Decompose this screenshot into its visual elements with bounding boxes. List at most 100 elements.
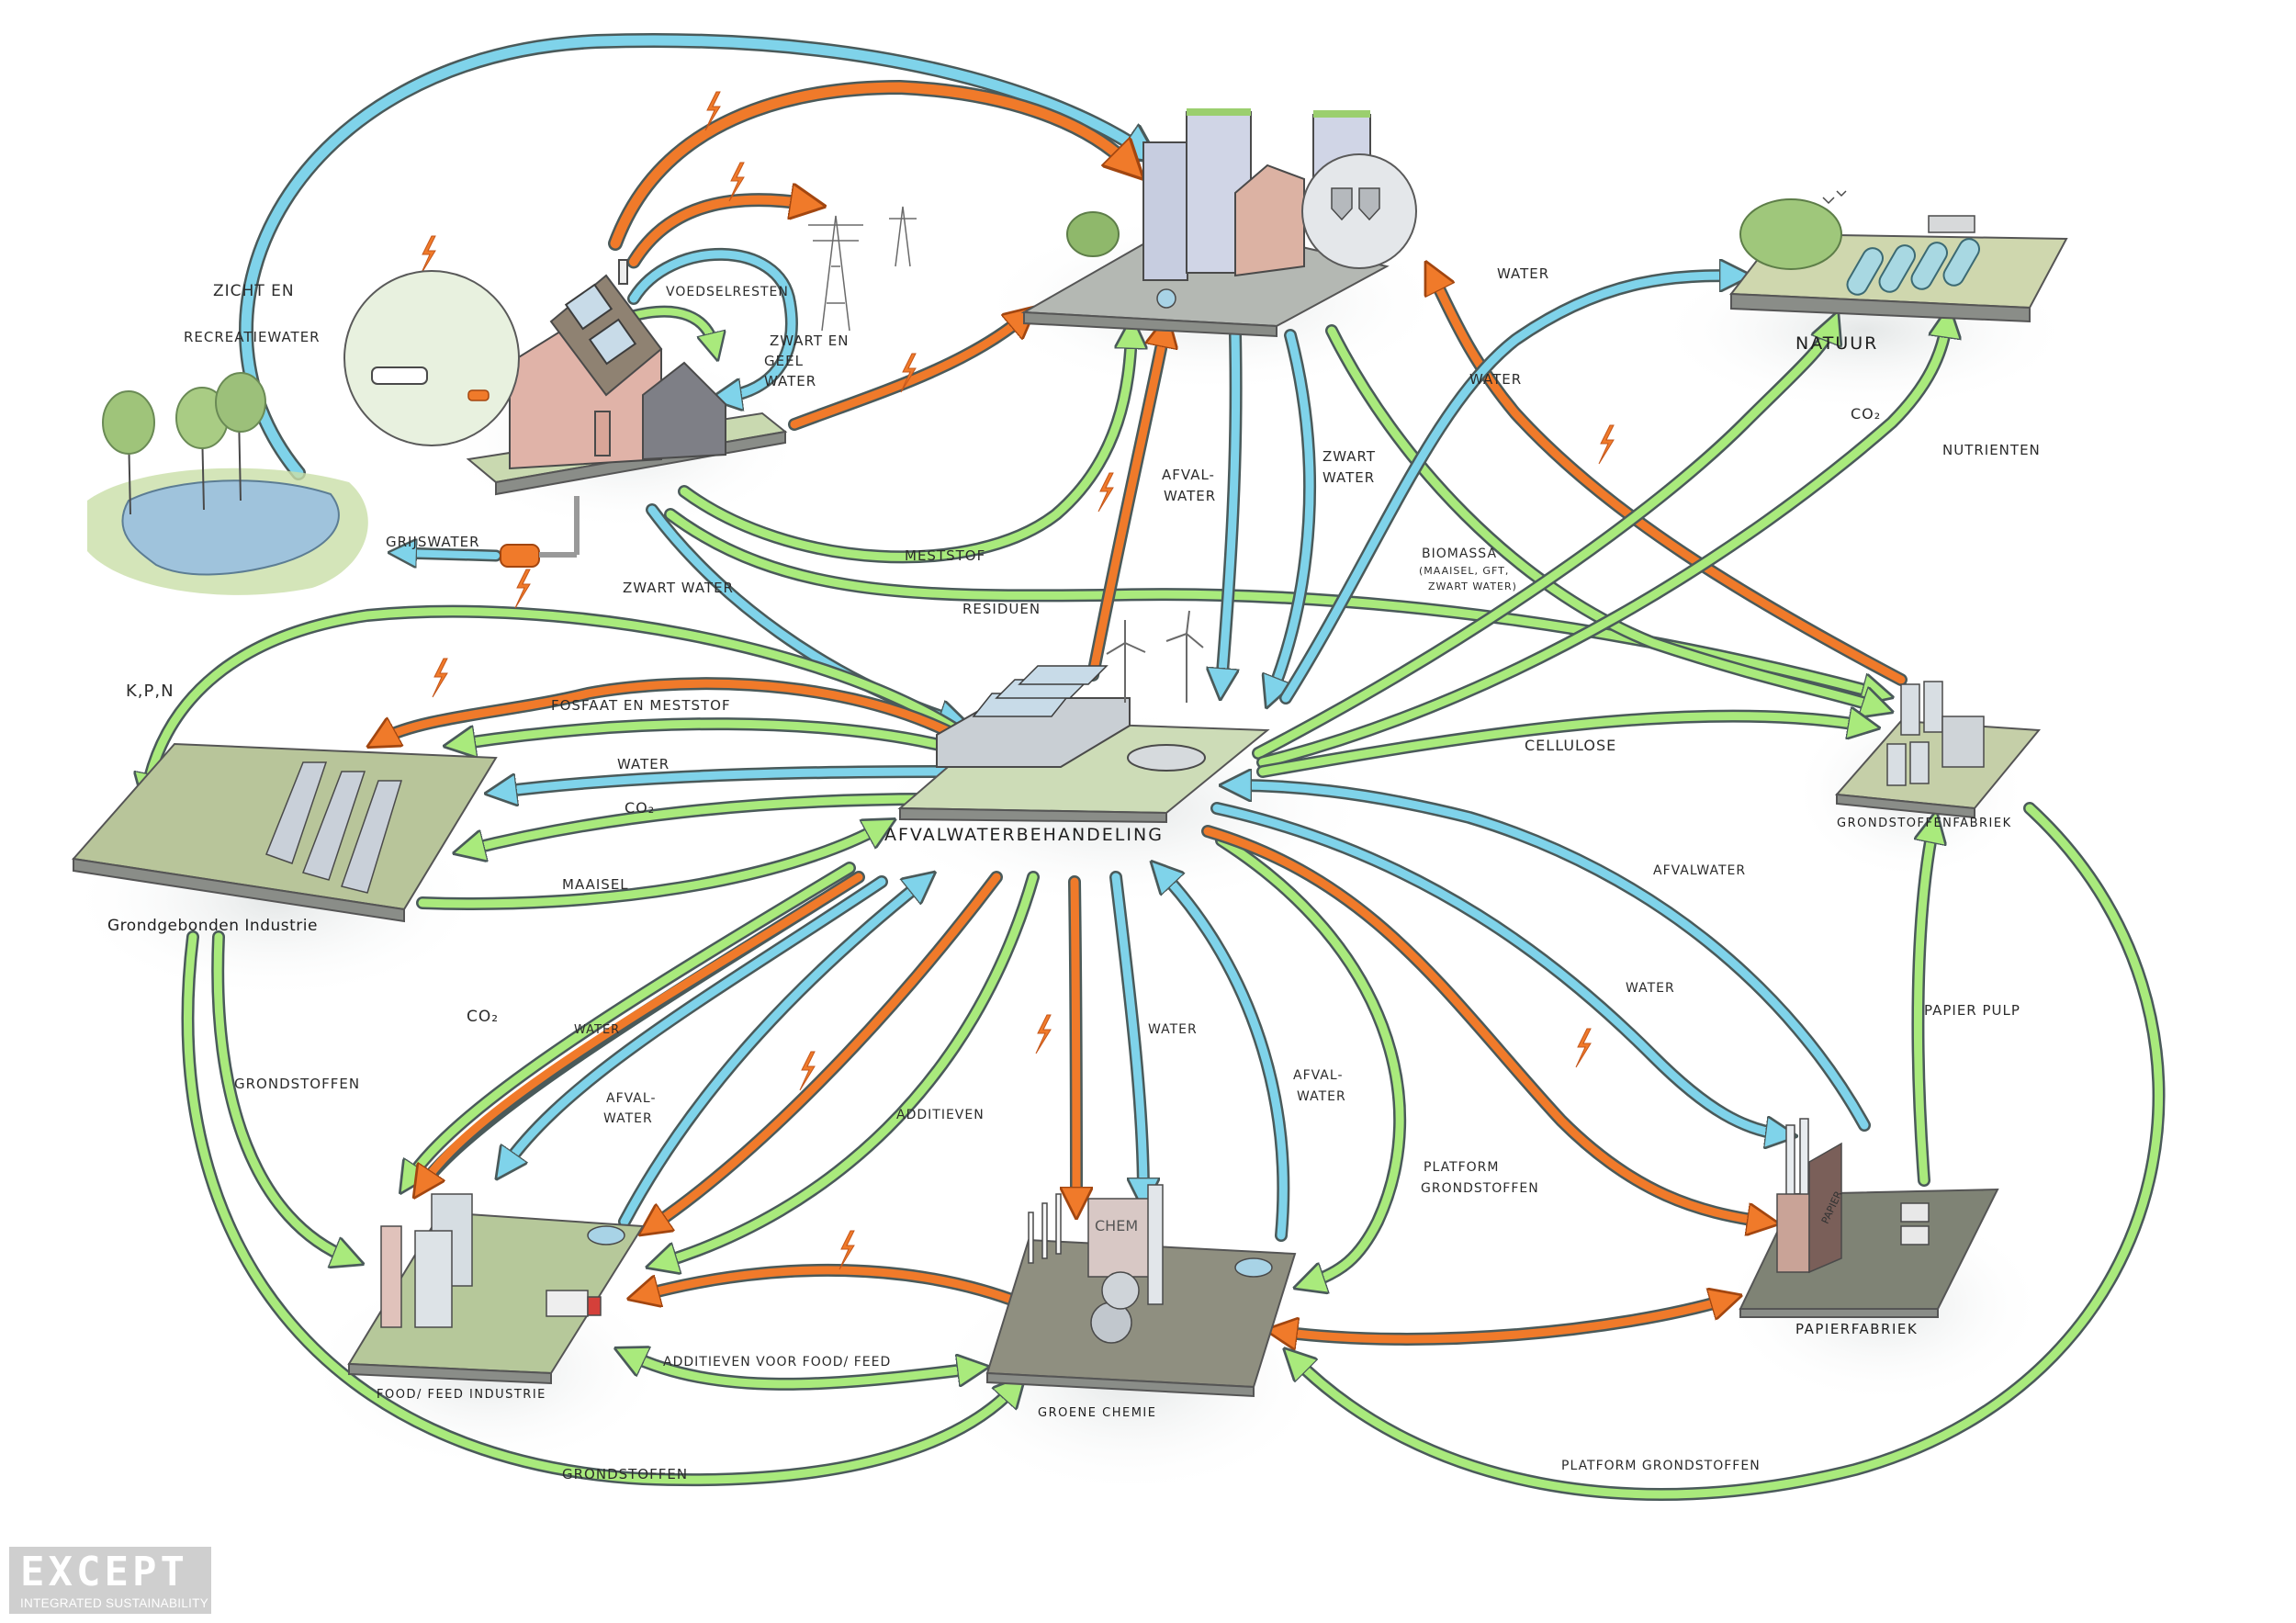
flow-kpn bbox=[147, 607, 969, 790]
flow-label: ADDITIEVEN VOOR FOOD/ FEED bbox=[663, 1355, 891, 1369]
logo-mark: EXCEPT bbox=[20, 1549, 188, 1595]
clarifier-tank bbox=[1127, 744, 1206, 772]
node-woningen[interactable] bbox=[343, 259, 788, 568]
flow-recreatiewater bbox=[241, 35, 1143, 479]
flow-residuen bbox=[664, 508, 1885, 700]
flow-label: ZWART WATER) bbox=[1428, 580, 1517, 592]
flow-label: VOEDSELRESTEN bbox=[666, 285, 789, 299]
node-grondstoffenfabriek[interactable]: GRONDSTOFFENFABRIEK bbox=[1834, 681, 2042, 830]
node-label-natuur: NATUUR bbox=[1795, 333, 1878, 354]
water-tank bbox=[587, 1225, 625, 1245]
natuur-building bbox=[1928, 215, 1975, 233]
door bbox=[594, 411, 611, 456]
flow-label: GRONDSTOFFEN bbox=[234, 1076, 360, 1092]
flow-maaisel bbox=[418, 827, 882, 908]
flow-platform-bottom bbox=[1289, 802, 2166, 1501]
node-grondgebonden[interactable]: Grondgebonden Industrie bbox=[0, 742, 498, 935]
chimney-icon bbox=[1799, 1118, 1809, 1198]
flow-platform-grondstoffen bbox=[1215, 834, 1407, 1290]
node-papierfabriek[interactable]: PAPIER PAPIERFABRIEK bbox=[1739, 1118, 1999, 1337]
flow-label: MAAISEL bbox=[562, 876, 629, 893]
flow-label: (MAAISEL, GFT, bbox=[1419, 565, 1509, 577]
flow-label: WATER bbox=[1497, 265, 1549, 282]
flow-additieven bbox=[661, 873, 1038, 1263]
node-label-grondstoffenfabriek: GRONDSTOFFENFABRIEK bbox=[1837, 817, 2012, 830]
flow-label: GEEL bbox=[764, 353, 804, 369]
flow-label: BIOMASSA bbox=[1422, 547, 1497, 561]
solar-panel-icon bbox=[972, 665, 1109, 717]
flow-energy-house-city bbox=[610, 82, 1130, 249]
truck-icon bbox=[546, 1290, 589, 1317]
flow-cellulose bbox=[1258, 716, 1864, 776]
flow-label: ZWART WATER bbox=[623, 580, 734, 596]
water-tank bbox=[1234, 1257, 1273, 1278]
node-label-papierfabriek: PAPIERFABRIEK bbox=[1795, 1321, 1918, 1337]
food-wall bbox=[380, 1225, 402, 1328]
flow-label: RESIDUEN bbox=[962, 601, 1041, 617]
papier-building bbox=[1776, 1193, 1810, 1273]
flow-water-food bbox=[505, 877, 886, 1167]
bathtub bbox=[371, 366, 428, 385]
flow-label: MESTSTOF bbox=[905, 547, 985, 564]
silo bbox=[1923, 681, 1943, 733]
flow-label: WATER bbox=[603, 1111, 653, 1126]
flow-fosfaat-meststof bbox=[459, 719, 960, 749]
flow-co2-natuur bbox=[1254, 326, 1832, 758]
flow-residuen bbox=[666, 510, 1878, 693]
flow-platform-grondstoffen bbox=[1217, 836, 1404, 1283]
flow-label: CELLULOSE bbox=[1525, 737, 1616, 754]
flow-energy-papier bbox=[1203, 827, 1763, 1222]
flow-water-papier bbox=[1212, 804, 1782, 1134]
node-vijver[interactable] bbox=[87, 372, 368, 595]
node-afvalwater[interactable]: AFVALWATERBEHANDELING bbox=[884, 610, 1270, 845]
flow-label: K,P,N bbox=[126, 682, 174, 701]
flow-label: PAPIER PULP bbox=[1924, 1002, 2020, 1019]
flow-label: ADDITIEVEN bbox=[896, 1108, 985, 1122]
solar-panel-icon bbox=[564, 283, 637, 366]
flow-water-chemie bbox=[1111, 873, 1143, 1194]
tree-icon bbox=[102, 372, 266, 515]
flow-label: FOSFAAT EN MESTSTOF bbox=[551, 697, 731, 714]
flow-energy-food bbox=[416, 871, 865, 1191]
water-basin-icon bbox=[1846, 238, 1980, 296]
node-label-groenechemie: GROENE CHEMIE bbox=[1038, 1406, 1156, 1420]
flow-water-grond bbox=[501, 767, 951, 792]
flow-label: WATER bbox=[617, 756, 670, 772]
node-hoogspanning bbox=[808, 206, 917, 332]
flow-platform-bottom bbox=[1295, 804, 2163, 1499]
flow-co2-food bbox=[409, 863, 854, 1180]
node-groenechemie[interactable]: CHEM GROENE CHEMIE bbox=[985, 1184, 1297, 1420]
node-stad[interactable] bbox=[1020, 108, 1417, 338]
sanitation-inset bbox=[1301, 153, 1417, 269]
shed bbox=[642, 361, 726, 461]
factory-hall bbox=[1941, 716, 1985, 768]
flow-water-natuur bbox=[1281, 276, 1736, 703]
papier-hall bbox=[1808, 1142, 1842, 1274]
flow-afvalwater-food bbox=[620, 882, 923, 1226]
node-natuur[interactable]: NATUUR bbox=[1729, 190, 2068, 354]
flow-papierpulp bbox=[1918, 827, 1933, 1185]
tower-block bbox=[1142, 141, 1188, 281]
flow-label: AFVAL- bbox=[1293, 1068, 1344, 1083]
lightning-bolt-icon bbox=[1035, 1014, 1052, 1054]
flow-arrows bbox=[147, 32, 2166, 1501]
flow-label: PLATFORM bbox=[1424, 1160, 1499, 1175]
node-foodfeed[interactable]: FOOD/ FEED INDUSTRIE bbox=[347, 1193, 645, 1402]
flow-label: AFVAL- bbox=[606, 1091, 657, 1106]
flow-label: WATER bbox=[764, 373, 816, 389]
energy-bolts bbox=[420, 91, 1615, 1335]
flow-label: WATER bbox=[1148, 1022, 1198, 1037]
flow-energy-additieven bbox=[652, 873, 1001, 1226]
flow-grijswater bbox=[402, 553, 500, 556]
city-trees bbox=[1066, 211, 1120, 257]
chimney bbox=[618, 259, 628, 285]
flow-label: ZWART EN bbox=[770, 332, 850, 349]
silo bbox=[414, 1230, 453, 1328]
chem-building bbox=[1087, 1198, 1154, 1278]
flow-label: WATER bbox=[574, 1023, 620, 1037]
flow-afvalwater-chemie bbox=[1162, 873, 1288, 1240]
sphere-tank bbox=[1101, 1271, 1140, 1310]
lightning-bolt-icon bbox=[728, 162, 745, 202]
flow-energy-house-city-2 bbox=[790, 317, 1024, 429]
node-label-grondgebonden: Grondgebonden Industrie bbox=[107, 917, 318, 935]
